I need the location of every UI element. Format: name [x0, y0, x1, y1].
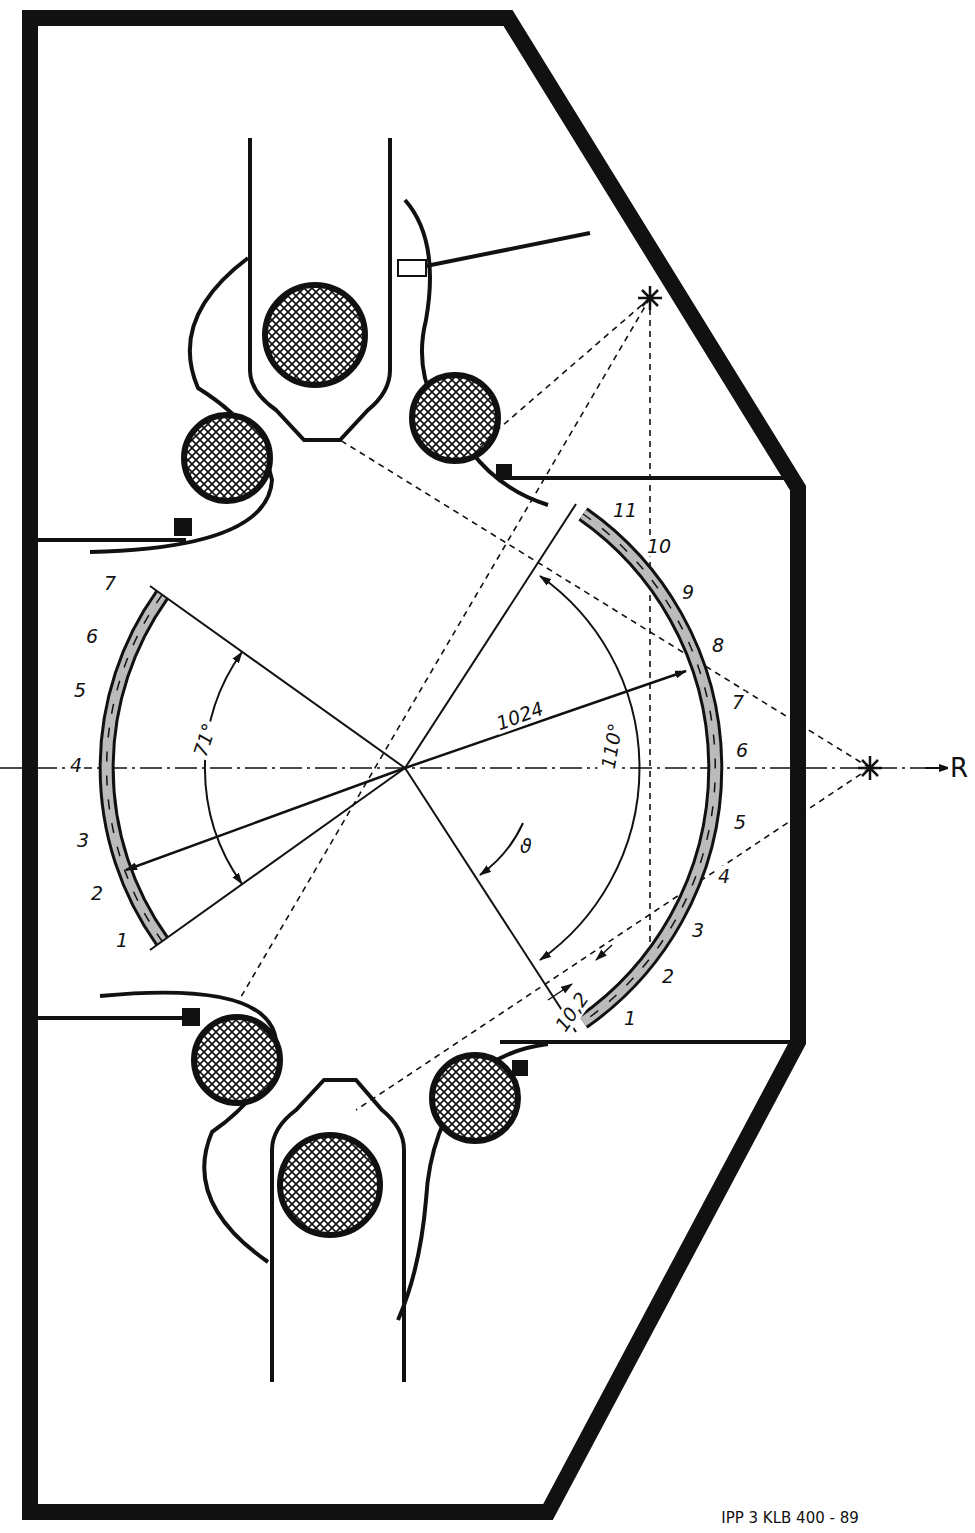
drawing-number: IPP 3 KLB 400 - 89 — [719, 1510, 861, 1527]
callout-number: 3 — [75, 830, 91, 851]
callout-number: 9 — [680, 582, 696, 603]
callout-number: 11 — [611, 500, 639, 521]
callout-number: 3 — [690, 920, 706, 941]
dimension-label: 71° — [189, 719, 221, 761]
callout-number: 4 — [68, 755, 84, 776]
callout-number: 5 — [72, 680, 88, 701]
callout-number: 7 — [730, 692, 746, 713]
callout-number: 10 — [645, 536, 673, 557]
callout-number: 1 — [622, 1008, 638, 1029]
callout-number: 6 — [734, 740, 750, 761]
callout-number: 8 — [710, 635, 726, 656]
axis-label: R — [948, 754, 970, 782]
dimension-label: ϑ — [518, 836, 534, 857]
callout-number: 5 — [732, 812, 748, 833]
callout-number: 2 — [660, 966, 676, 987]
callout-number: 6 — [84, 626, 100, 647]
callout-number: 2 — [89, 883, 105, 904]
callout-number: 1 — [114, 930, 130, 951]
dimension-label: 110° — [597, 720, 626, 773]
callout-number: 4 — [716, 866, 732, 887]
callout-number: 7 — [102, 573, 118, 594]
